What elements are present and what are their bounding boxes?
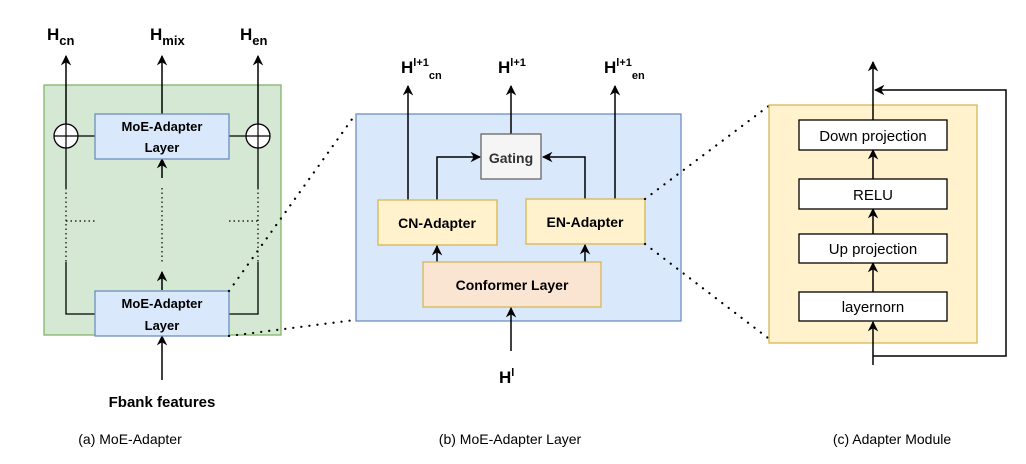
panel-a: Hcn Hmix Hen MoE-Adapter Layer bbox=[43, 25, 282, 447]
en-to-gating-arrow bbox=[541, 151, 586, 200]
top-moe-adapter-layer-line1: MoE-Adapter bbox=[122, 119, 203, 134]
fbank-features-label: Fbank features bbox=[109, 394, 216, 411]
output-label-h-mix: Hmix bbox=[150, 25, 185, 48]
output-label-hl1-cn: Hl+1cn bbox=[401, 57, 442, 82]
input-label-hl: Hl bbox=[499, 367, 514, 387]
output-label-hl1-en: Hl+1en bbox=[604, 57, 645, 82]
down-projection-label: Down projection bbox=[819, 128, 927, 145]
top-moe-adapter-layer bbox=[94, 113, 230, 160]
relu-block bbox=[798, 178, 948, 210]
panel-c: Down projection RELU Up projection layer… bbox=[768, 60, 1007, 447]
cn-residual-line-lower bbox=[65, 262, 95, 315]
relu-label: RELU bbox=[853, 187, 893, 204]
output-label-h-cn: Hcn bbox=[47, 25, 75, 48]
up-projection-label: Up projection bbox=[829, 241, 917, 258]
caption-a: (a) MoE-Adapter bbox=[78, 431, 182, 447]
cn-to-gating-arrow bbox=[436, 151, 482, 200]
output-label-h-en: Hen bbox=[240, 25, 268, 48]
panel-b: Hl+1cn Hl+1 Hl+1en Gating CN-Adapter EN-… bbox=[355, 57, 682, 447]
cn-adapter-label: CN-Adapter bbox=[398, 215, 476, 231]
zoom-line-a-b-bottom bbox=[227, 318, 357, 338]
zoom-line-b-c-top bbox=[643, 103, 772, 201]
layernorm-block bbox=[798, 291, 948, 322]
bottom-moe-adapter-layer-line2: Layer bbox=[145, 318, 180, 333]
bottom-moe-adapter-layer-line1: MoE-Adapter bbox=[122, 296, 203, 311]
down-projection-block bbox=[798, 119, 948, 151]
gating-label: Gating bbox=[489, 150, 533, 166]
caption-b: (b) MoE-Adapter Layer bbox=[439, 431, 582, 447]
caption-c: (c) Adapter Module bbox=[833, 431, 951, 447]
gating-block bbox=[480, 133, 542, 180]
top-moe-adapter-layer-line2: Layer bbox=[145, 140, 180, 155]
conformer-layer-label: Conformer Layer bbox=[456, 277, 569, 293]
cn-adapter-block bbox=[377, 199, 498, 246]
en-adapter-label: EN-Adapter bbox=[546, 214, 624, 230]
output-label-hl1: Hl+1 bbox=[498, 57, 526, 77]
zoom-line-b-c-bottom bbox=[643, 242, 770, 340]
up-projection-block bbox=[798, 233, 948, 264]
en-residual-line-lower bbox=[229, 262, 259, 315]
layernorm-label: layernorn bbox=[842, 299, 905, 316]
bottom-moe-adapter-layer bbox=[94, 290, 230, 337]
residual-skip-arrow bbox=[873, 84, 1007, 357]
conformer-layer-block bbox=[422, 261, 602, 308]
